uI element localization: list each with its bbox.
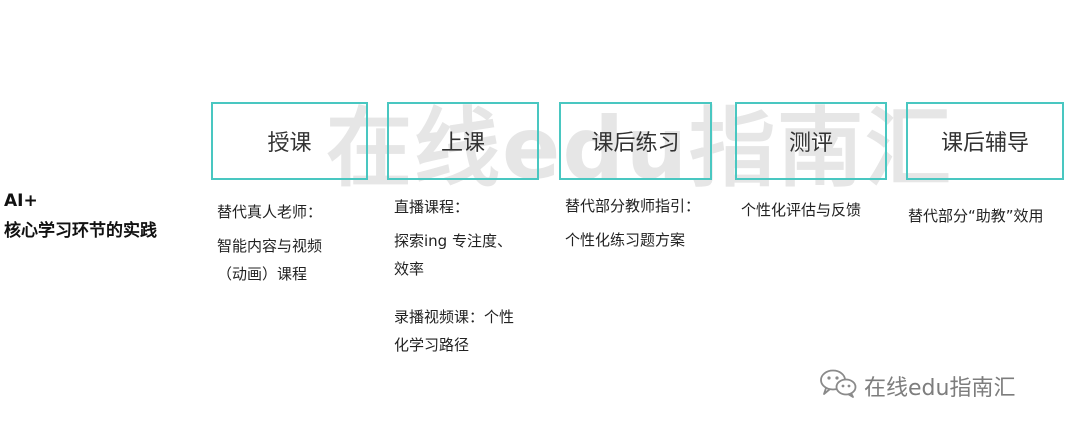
desc-line: 替代真人老师： (217, 203, 323, 221)
stage-desc-assessment: 个性化评估与反馈 (741, 196, 861, 224)
desc-line: 探索ing 专注度、 (394, 232, 512, 250)
stage-desc-teaching: 替代真人老师： 智能内容与视频 （动画）课程 (217, 198, 322, 288)
stage-title: 上课 (440, 131, 485, 156)
row-label-line2: 核心学习环节的实践 (4, 221, 157, 241)
desc-line: 效率 (394, 260, 425, 278)
stage-box-teaching: 授课 (211, 102, 368, 180)
stage-desc-class: 直播课程： 探索ing 专注度、 效率 录播视频课：个性 化学习路径 (394, 193, 514, 359)
stage-box-class: 上课 (387, 102, 539, 180)
row-label-line1: AI+ (4, 191, 38, 211)
desc-line: 化学习路径 (394, 336, 470, 354)
watermark-text: 在线edu指南汇 (326, 99, 954, 199)
desc-line: 个性化评估与反馈 (741, 201, 862, 219)
stage-box-practice: 课后练习 (559, 102, 712, 180)
footer-watermark: 在线edu指南汇 (818, 368, 1015, 404)
stage-desc-practice: 替代部分教师指引： 个性化练习题方案 (565, 192, 700, 254)
stage-title: 课后辅导 (940, 131, 1029, 156)
desc-line: 录播视频课：个性 (394, 308, 515, 326)
stage-desc-tutoring: 替代部分“助教”效用 (908, 202, 1044, 230)
desc-line: 替代部分教师指引： (565, 197, 701, 215)
row-label: AI+ 核心学习环节的实践 (4, 186, 157, 246)
stage-title: 授课 (267, 131, 312, 156)
stage-box-tutoring: 课后辅导 (906, 102, 1064, 180)
desc-line: 智能内容与视频 (217, 237, 323, 255)
stage-box-assessment: 测评 (735, 102, 887, 180)
desc-line: 直播课程： (394, 198, 470, 216)
desc-line: 个性化练习题方案 (565, 231, 686, 249)
desc-line: 替代部分“助教”效用 (908, 207, 1044, 225)
desc-line: （动画）课程 (217, 265, 308, 283)
footer-text: 在线edu指南汇 (864, 376, 1016, 401)
stage-title: 课后练习 (591, 131, 680, 156)
wechat-icon (818, 368, 858, 404)
stage-title: 测评 (788, 131, 833, 156)
